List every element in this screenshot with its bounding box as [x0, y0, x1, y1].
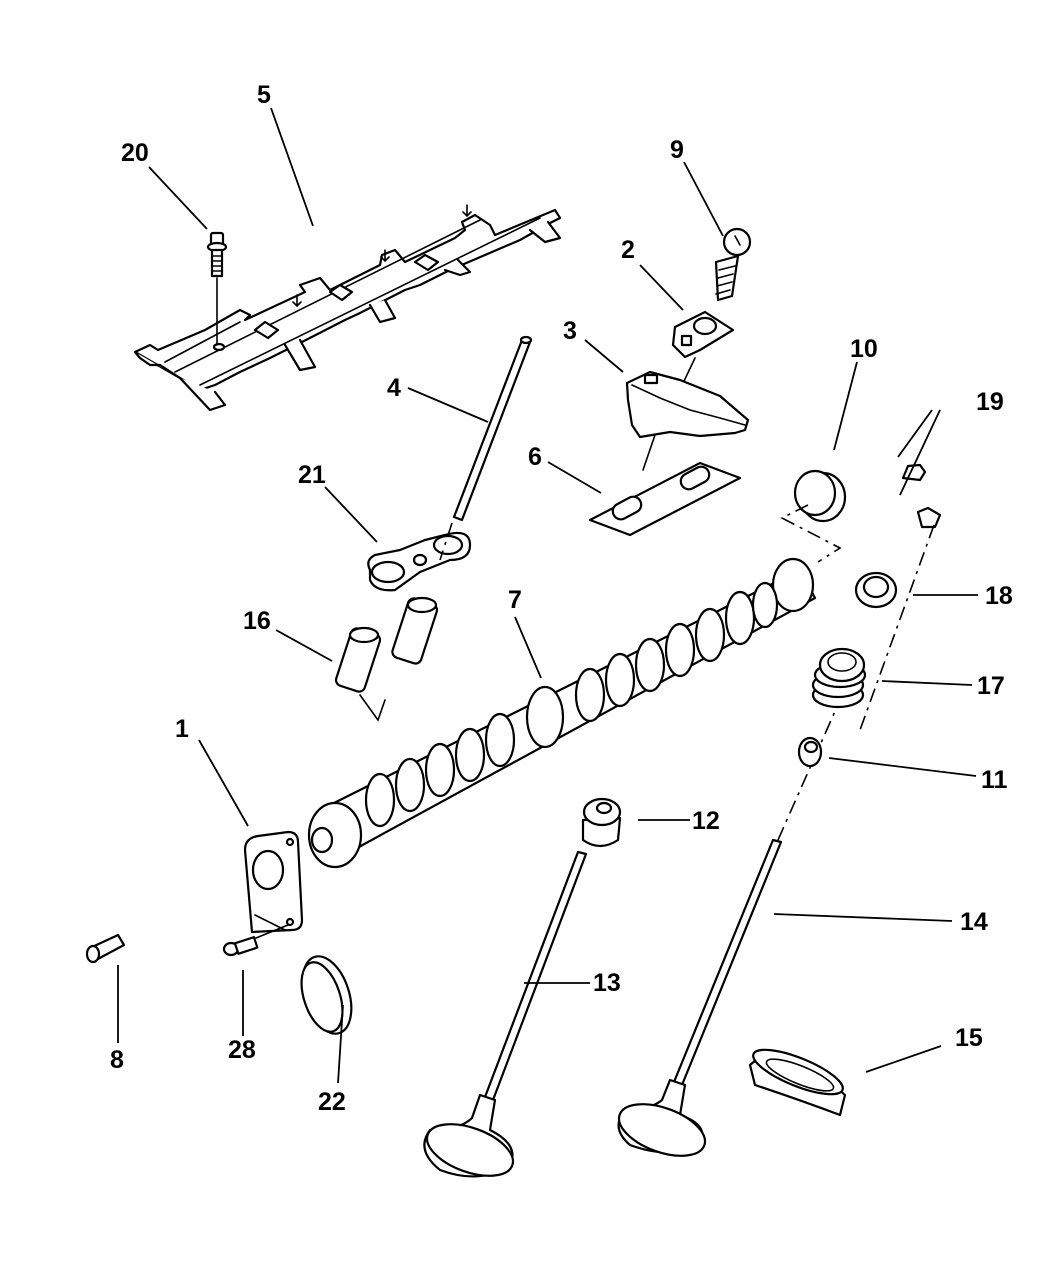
part-1-thrust-plate[interactable] [243, 830, 304, 934]
leader-19b [899, 409, 941, 496]
part-5-rocker-rail[interactable] [133, 204, 562, 412]
callout-22[interactable]: 22 [318, 1088, 346, 1116]
part-11-retainer[interactable] [797, 736, 823, 768]
leader-9 [683, 161, 724, 237]
part-3-rocker-arm[interactable] [625, 370, 750, 471]
callout-10[interactable]: 10 [850, 335, 878, 363]
part-22-cam-bearing[interactable] [294, 950, 361, 1040]
part-8-dowel-pin[interactable] [85, 933, 126, 964]
leader-10 [833, 361, 858, 451]
part-2-pivot[interactable] [671, 310, 735, 401]
part-7-camshaft[interactable] [307, 557, 817, 869]
callout-12[interactable]: 12 [692, 807, 720, 835]
leader-22 [337, 1004, 344, 1084]
callout-11[interactable]: 11 [981, 766, 1008, 794]
callout-2[interactable]: 2 [621, 236, 635, 264]
callout-9[interactable]: 9 [670, 136, 684, 164]
leader-14 [773, 913, 953, 922]
callout-4[interactable]: 4 [387, 374, 401, 402]
callout-1[interactable]: 1 [175, 715, 189, 743]
leader-1 [198, 739, 249, 827]
leader-2 [639, 264, 684, 311]
part-12-valve-seal[interactable] [581, 797, 622, 848]
callout-16[interactable]: 16 [243, 607, 271, 635]
part-15-seat-insert[interactable] [748, 1041, 847, 1117]
leader-3 [584, 339, 624, 373]
part-18-spring-seat[interactable] [854, 524, 935, 731]
leader-17 [881, 680, 973, 686]
callout-labels: 1 2 3 4 5 6 7 8 9 10 11 12 13 14 15 16 1… [110, 81, 1013, 1116]
callout-28[interactable]: 28 [228, 1036, 256, 1064]
callout-17[interactable]: 17 [977, 672, 1005, 700]
part-16-lifters[interactable] [334, 596, 439, 722]
part-6-gasket[interactable] [588, 461, 742, 537]
part-20-bolt[interactable] [206, 231, 228, 346]
callout-19[interactable]: 19 [976, 388, 1004, 416]
leader-6 [547, 461, 602, 494]
callout-6[interactable]: 6 [528, 443, 542, 471]
part-21-lifter-guide[interactable] [367, 522, 472, 592]
leader-20 [148, 166, 208, 230]
callout-18[interactable]: 18 [985, 582, 1013, 610]
callout-7[interactable]: 7 [508, 586, 522, 614]
leader-21 [324, 486, 378, 543]
leader-19a [897, 409, 933, 458]
leader-16 [275, 629, 333, 662]
callout-5[interactable]: 5 [257, 81, 271, 109]
leader-4 [407, 387, 489, 423]
callout-8[interactable]: 8 [110, 1046, 124, 1074]
leader-lines [117, 107, 978, 1084]
part-13-valve[interactable] [420, 850, 588, 1186]
part-19-keepers[interactable] [901, 463, 942, 529]
part-10-plug[interactable] [780, 469, 847, 563]
leader-15 [865, 1045, 942, 1073]
callout-13[interactable]: 13 [593, 969, 621, 997]
callout-21[interactable]: 21 [298, 461, 326, 489]
callout-20[interactable]: 20 [121, 139, 149, 167]
part-9-bolt[interactable] [714, 227, 752, 302]
part-4-push-rod[interactable] [452, 335, 533, 522]
camshaft-lobes [364, 581, 779, 828]
part-17-valve-spring[interactable] [811, 647, 867, 709]
leader-5 [270, 107, 314, 227]
callout-15[interactable]: 15 [955, 1024, 983, 1052]
part-28-screw[interactable] [222, 924, 289, 957]
leader-7 [514, 616, 542, 679]
part-14-valve[interactable] [612, 699, 841, 1166]
leader-11 [828, 757, 977, 777]
callout-14[interactable]: 14 [960, 908, 988, 936]
callout-3[interactable]: 3 [563, 317, 577, 345]
